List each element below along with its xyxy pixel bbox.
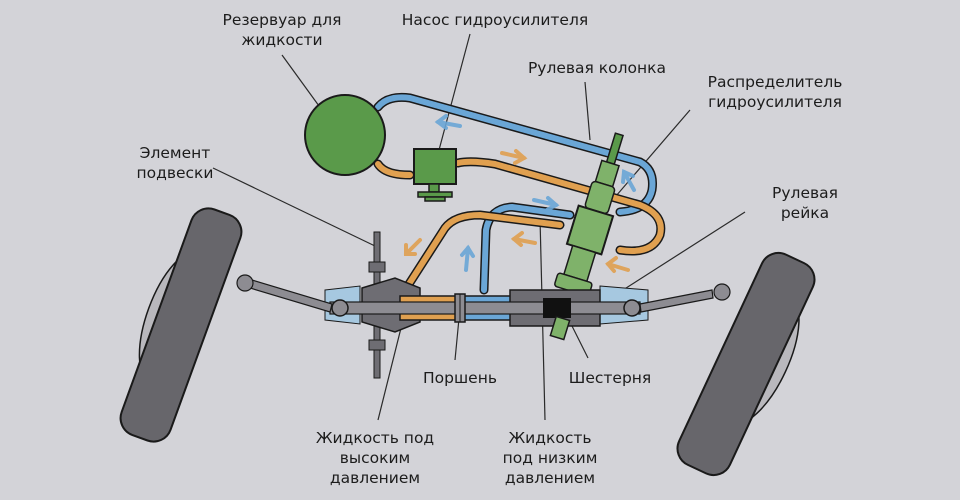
power-steering-pump [413, 148, 457, 202]
arrow-icon [404, 238, 422, 256]
label-pump: Насос гидроусилителя [395, 10, 595, 30]
reservoir-pump-hose [375, 161, 413, 178]
label-line: гидроусилителя [708, 93, 842, 111]
label-line: жидкости [241, 31, 323, 49]
label-line: Насос гидроусилителя [401, 11, 589, 29]
label-steering-column: Рулевая колонка [522, 58, 672, 78]
arrow-icon [500, 149, 528, 165]
leader-high-pressure [377, 319, 404, 421]
high-pressure-hoses [373, 157, 666, 303]
label-suspension: Элемент подвески [130, 143, 220, 183]
label-steering-rack: Рулевая рейка [760, 183, 850, 223]
label-line: Резервуар для [222, 11, 342, 29]
left-tie-rod [249, 279, 333, 313]
label-reservoir: Резервуар для жидкости [212, 10, 352, 50]
arrow-icon [532, 196, 560, 212]
label-pinion: Шестерня [560, 368, 660, 388]
tie-rods [236, 274, 731, 313]
label-low-pressure-fluid: Жидкость под низким давлением [490, 428, 610, 488]
label-line: Жидкость под [315, 429, 435, 447]
arrow-icon [621, 169, 636, 192]
right-wheel [676, 251, 816, 477]
label-distributor: Распределитель гидроусилителя [700, 72, 850, 112]
label-high-pressure-fluid: Жидкость под высоким давлением [300, 428, 450, 488]
label-line: давлением [329, 469, 421, 487]
pump-outlet-hose [455, 158, 664, 254]
label-line: рейка [780, 204, 830, 222]
arrow-icon [510, 231, 537, 247]
steering-rack [324, 231, 649, 379]
left-wheel [119, 207, 243, 443]
arrow-icon [460, 244, 475, 272]
leader-steering-column [584, 81, 591, 141]
label-line: высоким [339, 449, 411, 467]
high-rack-hose [397, 212, 563, 301]
label-line: подвески [136, 164, 214, 182]
label-line: Рулевая [772, 184, 838, 202]
label-line: Распределитель [707, 73, 843, 91]
label-line: Рулевая колонка [527, 59, 667, 77]
label-line: давлением [504, 469, 596, 487]
label-line: Шестерня [568, 369, 652, 387]
label-line: Элемент [139, 144, 211, 162]
leader-pump [434, 33, 471, 166]
arrow-icon [434, 114, 462, 130]
steering-column [554, 132, 624, 297]
label-line: Жидкость [508, 429, 592, 447]
pinion-gear [543, 298, 571, 318]
leader-steering-rack [611, 211, 746, 298]
label-piston: Поршень [415, 368, 505, 388]
label-line: Поршень [423, 369, 497, 387]
fluid-reservoir [304, 94, 386, 176]
label-line: под низким [502, 449, 598, 467]
flow-arrows [404, 114, 636, 273]
right-tie-rod [639, 289, 714, 313]
rack-rod [329, 301, 641, 315]
leader-suspension [212, 167, 376, 247]
arrow-icon [605, 256, 630, 273]
